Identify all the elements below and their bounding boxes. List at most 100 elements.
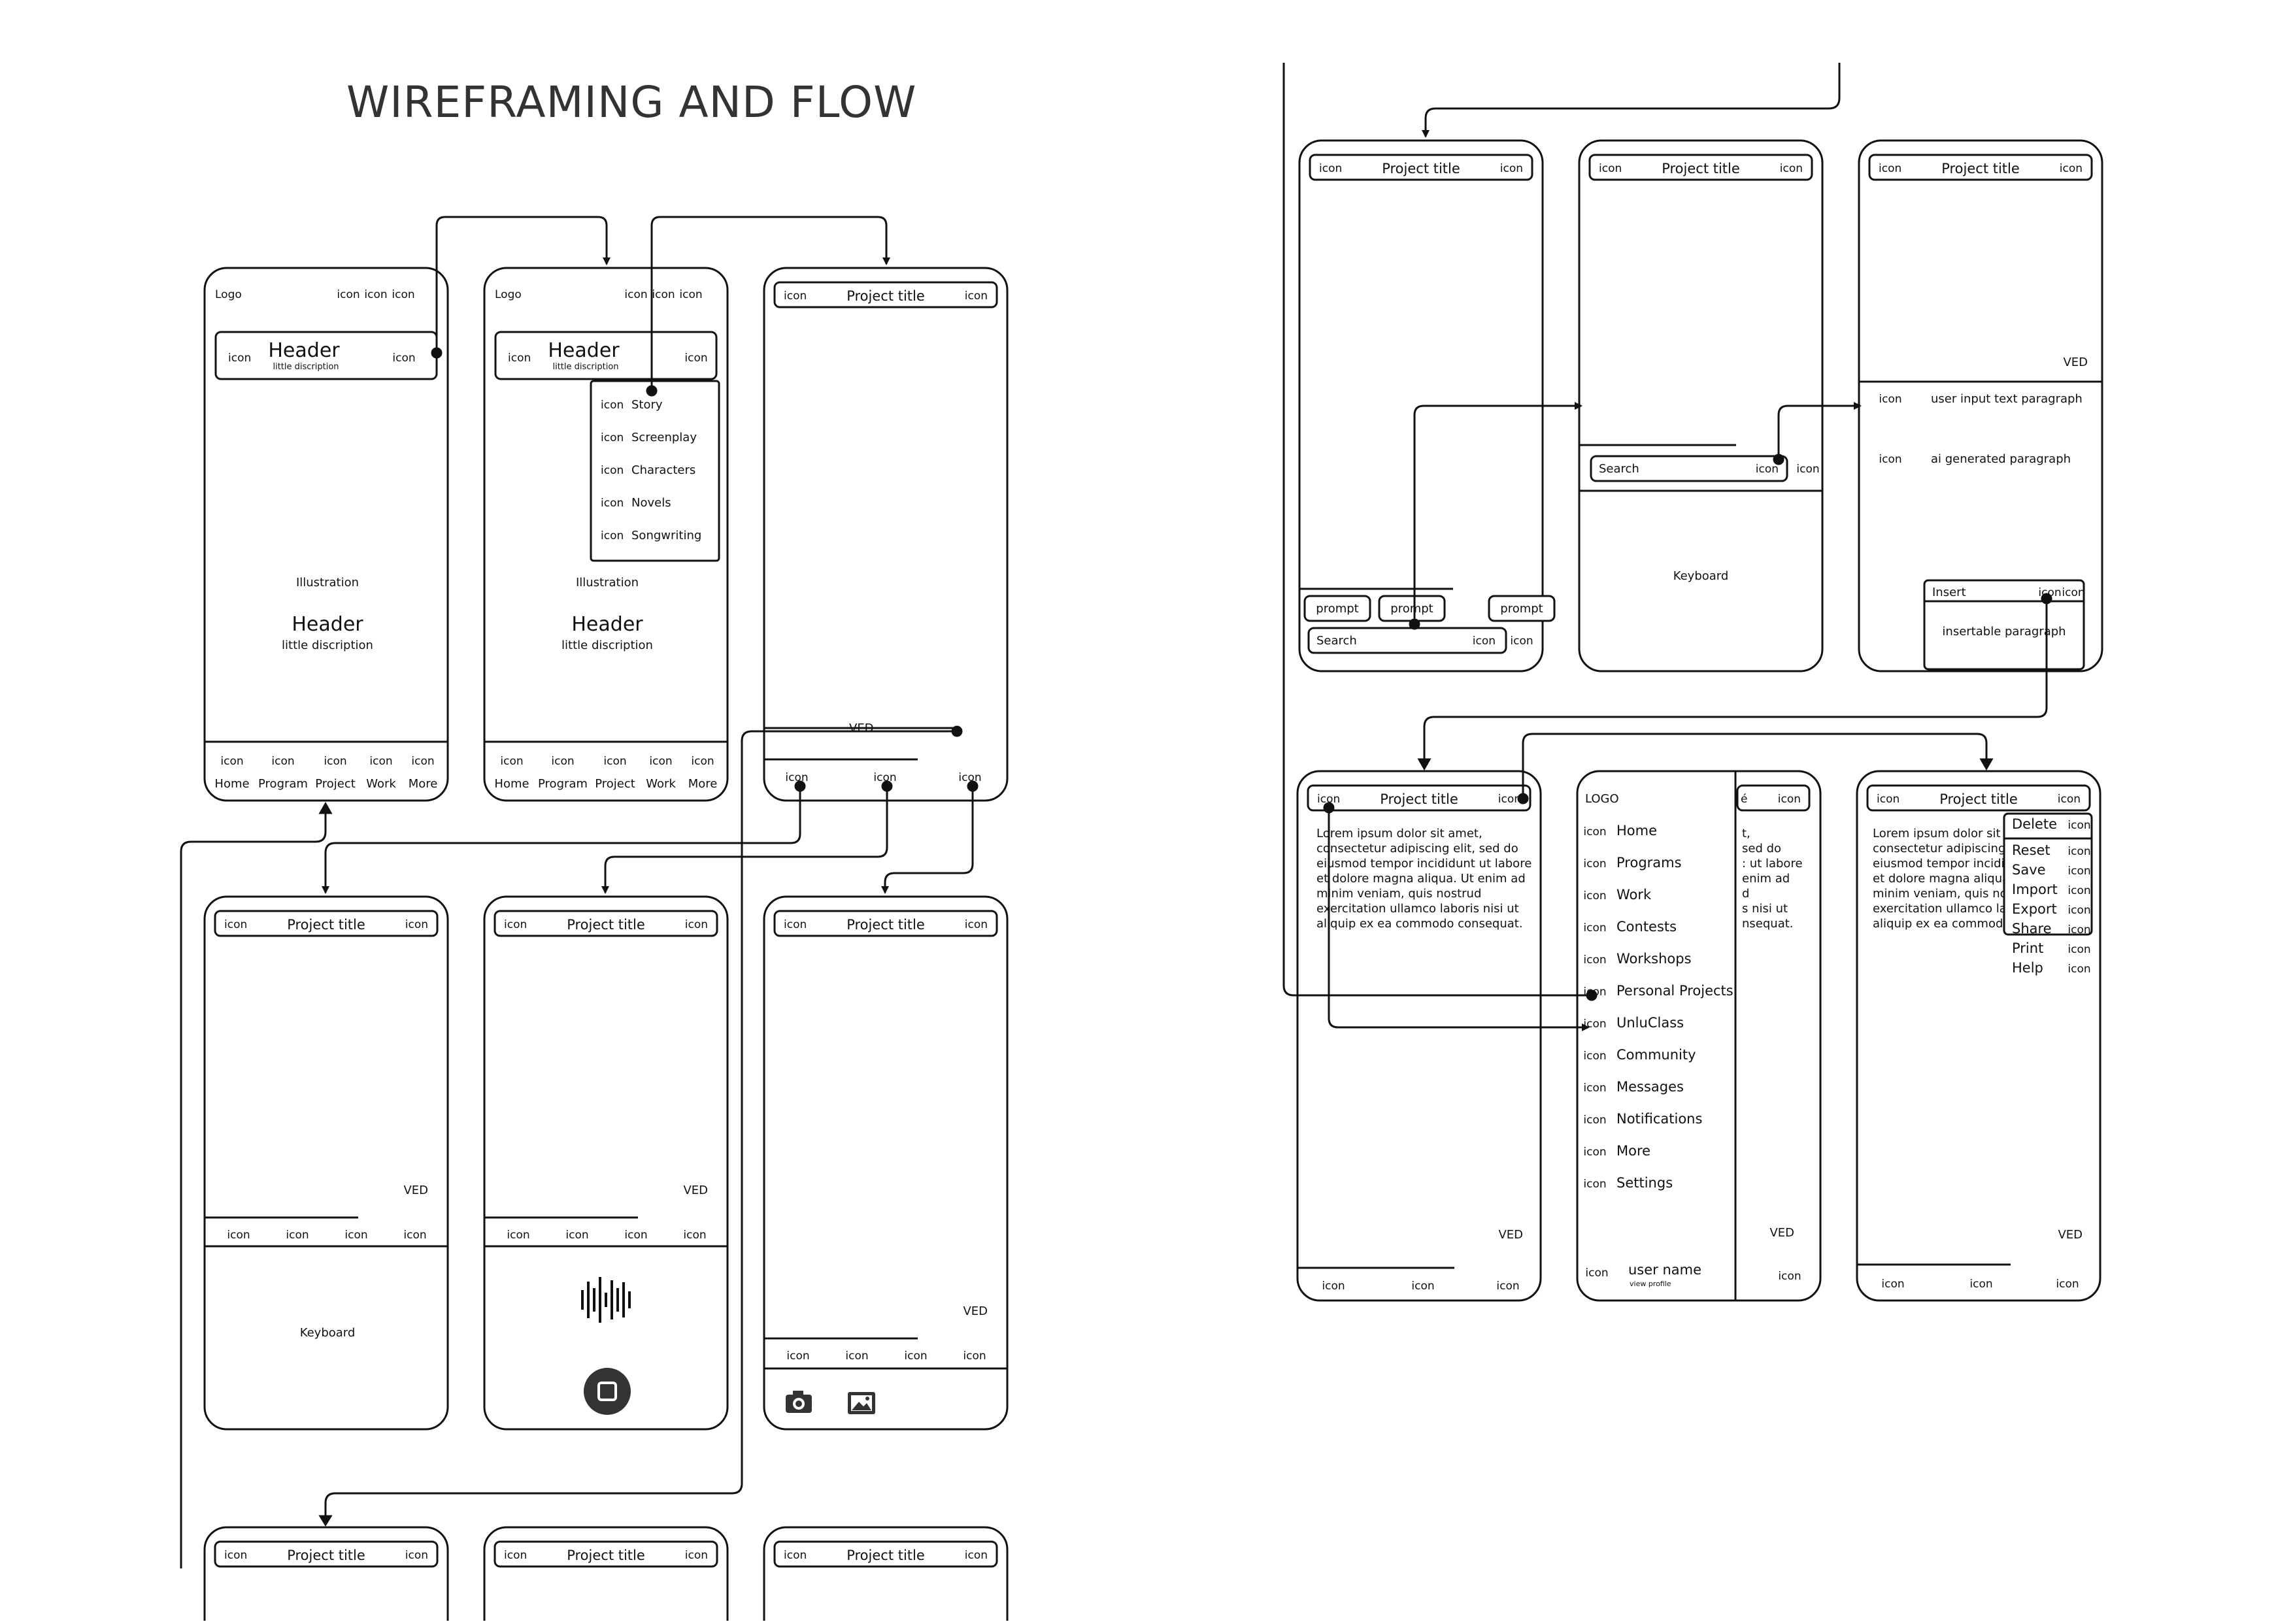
options-icon[interactable]: icon <box>1780 162 1803 175</box>
tool-icon-3[interactable]: icon <box>624 1229 647 1242</box>
search-input[interactable] <box>1590 455 1788 482</box>
header-icon-1[interactable]: icon <box>624 288 647 301</box>
menu-icon[interactable]: icon <box>1877 793 1900 806</box>
header-icon-3[interactable]: icon <box>392 288 414 301</box>
nav-icon-project[interactable]: icon <box>603 755 626 768</box>
nav-more[interactable]: More <box>409 777 438 791</box>
tool-icon-1[interactable]: icon <box>227 1229 250 1242</box>
options-icon[interactable]: icon <box>965 290 988 303</box>
menu-icon[interactable]: icon <box>224 1549 247 1562</box>
header-card[interactable] <box>494 331 718 380</box>
tool-icon-2[interactable]: icon <box>565 1229 588 1242</box>
dropdown-item-songwriting[interactable]: Songwriting <box>631 529 701 542</box>
settings-icon[interactable]: icon <box>1778 1270 1801 1283</box>
tool-icon-4[interactable]: icon <box>683 1229 706 1242</box>
header-icon-3[interactable]: icon <box>679 288 702 301</box>
nav-work[interactable]: Work <box>366 777 396 791</box>
tool-icon-1[interactable]: icon <box>786 1350 809 1363</box>
menu-icon[interactable]: icon <box>1317 793 1340 806</box>
context-item-reset[interactable]: Reset <box>2012 842 2050 858</box>
menu-item-settings[interactable]: Settings <box>1616 1175 1673 1191</box>
card-icon-right[interactable]: icon <box>684 352 707 365</box>
gallery-icon[interactable] <box>848 1392 875 1414</box>
tool-icon-4[interactable]: icon <box>403 1229 426 1242</box>
context-item-help[interactable]: Help <box>2012 960 2043 976</box>
tool-icon-3[interactable]: icon <box>904 1350 927 1363</box>
options-icon[interactable]: icon <box>685 918 708 931</box>
search-icon[interactable]: icon <box>1756 463 1779 476</box>
tool-icon-3[interactable]: icon <box>2056 1278 2079 1291</box>
menu-icon[interactable]: icon <box>784 1549 807 1562</box>
menu-icon[interactable]: icon <box>784 290 807 303</box>
menu-item-workshops[interactable]: Workshops <box>1616 951 1692 967</box>
tool-icon-3[interactable]: icon <box>344 1229 367 1242</box>
dropdown-item-novels[interactable]: Novels <box>631 496 671 510</box>
view-profile-link[interactable]: view profile <box>1630 1280 1671 1288</box>
menu-item-more[interactable]: More <box>1616 1143 1650 1159</box>
tool-icon-2[interactable]: icon <box>1969 1278 1992 1291</box>
menu-icon[interactable]: icon <box>1319 162 1342 175</box>
options-icon[interactable]: icon <box>965 918 988 931</box>
nav-icon-program[interactable]: icon <box>551 755 574 768</box>
nav-icon-more[interactable]: icon <box>691 755 714 768</box>
camera-icon[interactable] <box>786 1391 812 1413</box>
nav-home[interactable]: Home <box>494 777 529 791</box>
nav-icon-more[interactable]: icon <box>411 755 434 768</box>
options-icon[interactable]: icon <box>965 1549 988 1562</box>
nav-icon-home[interactable]: icon <box>500 755 523 768</box>
nav-project[interactable]: Project <box>315 777 356 791</box>
options-icon[interactable]: icon <box>405 1549 428 1562</box>
tool-icon-voice[interactable]: icon <box>873 771 896 784</box>
options-icon[interactable]: icon <box>685 1549 708 1562</box>
menu-icon[interactable]: icon <box>1879 162 1901 175</box>
nav-program[interactable]: Program <box>538 777 588 791</box>
tool-icon-2[interactable]: icon <box>1411 1280 1434 1293</box>
header-icon-2[interactable]: icon <box>652 288 675 301</box>
options-icon[interactable]: icon <box>1500 162 1523 175</box>
nav-icon-home[interactable]: icon <box>220 755 243 768</box>
user-name[interactable]: user name <box>1628 1262 1701 1278</box>
tool-icon-2[interactable]: icon <box>286 1229 309 1242</box>
menu-item-personal-projects[interactable]: Personal Projects <box>1616 983 1733 999</box>
context-item-import[interactable]: Import <box>2012 882 2058 897</box>
nav-work[interactable]: Work <box>646 777 676 791</box>
nav-program[interactable]: Program <box>258 777 308 791</box>
insertable-paragraph[interactable]: insertable paragraph <box>1942 625 2066 638</box>
search-input[interactable] <box>1307 627 1507 654</box>
menu-icon[interactable]: icon <box>504 918 527 931</box>
search-icon[interactable]: icon <box>1473 635 1496 648</box>
menu-item-unluclass[interactable]: UnluClass <box>1616 1015 1684 1031</box>
mic-icon[interactable]: icon <box>1796 463 1819 476</box>
menu-item-messages[interactable]: Messages <box>1616 1079 1684 1095</box>
menu-icon[interactable]: icon <box>504 1549 527 1562</box>
nav-home[interactable]: Home <box>214 777 249 791</box>
menu-item-community[interactable]: Community <box>1616 1047 1696 1063</box>
context-item-share[interactable]: Share <box>2012 921 2052 936</box>
nav-icon-project[interactable]: icon <box>324 755 346 768</box>
header-icon-1[interactable]: icon <box>337 288 360 301</box>
menu-item-notifications[interactable]: Notifications <box>1616 1111 1702 1127</box>
options-icon[interactable]: icon <box>1778 793 1801 806</box>
options-icon[interactable]: icon <box>2058 793 2081 806</box>
tool-icon-2[interactable]: icon <box>845 1350 868 1363</box>
tool-icon-1[interactable]: icon <box>1881 1278 1904 1291</box>
options-icon[interactable]: icon <box>405 918 428 931</box>
insert-icon-2[interactable]: icon <box>2062 586 2084 599</box>
menu-item-programs[interactable]: Programs <box>1616 855 1682 870</box>
nav-icon-work[interactable]: icon <box>369 755 392 768</box>
tool-icon-4[interactable]: icon <box>963 1350 986 1363</box>
menu-item-contests[interactable]: Contests <box>1616 919 1677 935</box>
menu-item-work[interactable]: Work <box>1616 887 1652 903</box>
menu-item-home[interactable]: Home <box>1616 823 1657 838</box>
nav-project[interactable]: Project <box>595 777 635 791</box>
context-item-save[interactable]: Save <box>2012 862 2046 878</box>
dropdown-item-characters[interactable]: Characters <box>631 463 695 477</box>
mic-icon[interactable]: icon <box>1510 635 1533 648</box>
context-item-print[interactable]: Print <box>2012 940 2043 956</box>
header-icon-2[interactable]: icon <box>364 288 387 301</box>
tool-icon-1[interactable]: icon <box>507 1229 529 1242</box>
menu-icon[interactable]: icon <box>224 918 247 931</box>
options-icon[interactable]: icon <box>1498 793 1521 806</box>
dropdown-item-screenplay[interactable]: Screenplay <box>631 431 697 444</box>
options-icon[interactable]: icon <box>2060 162 2083 175</box>
